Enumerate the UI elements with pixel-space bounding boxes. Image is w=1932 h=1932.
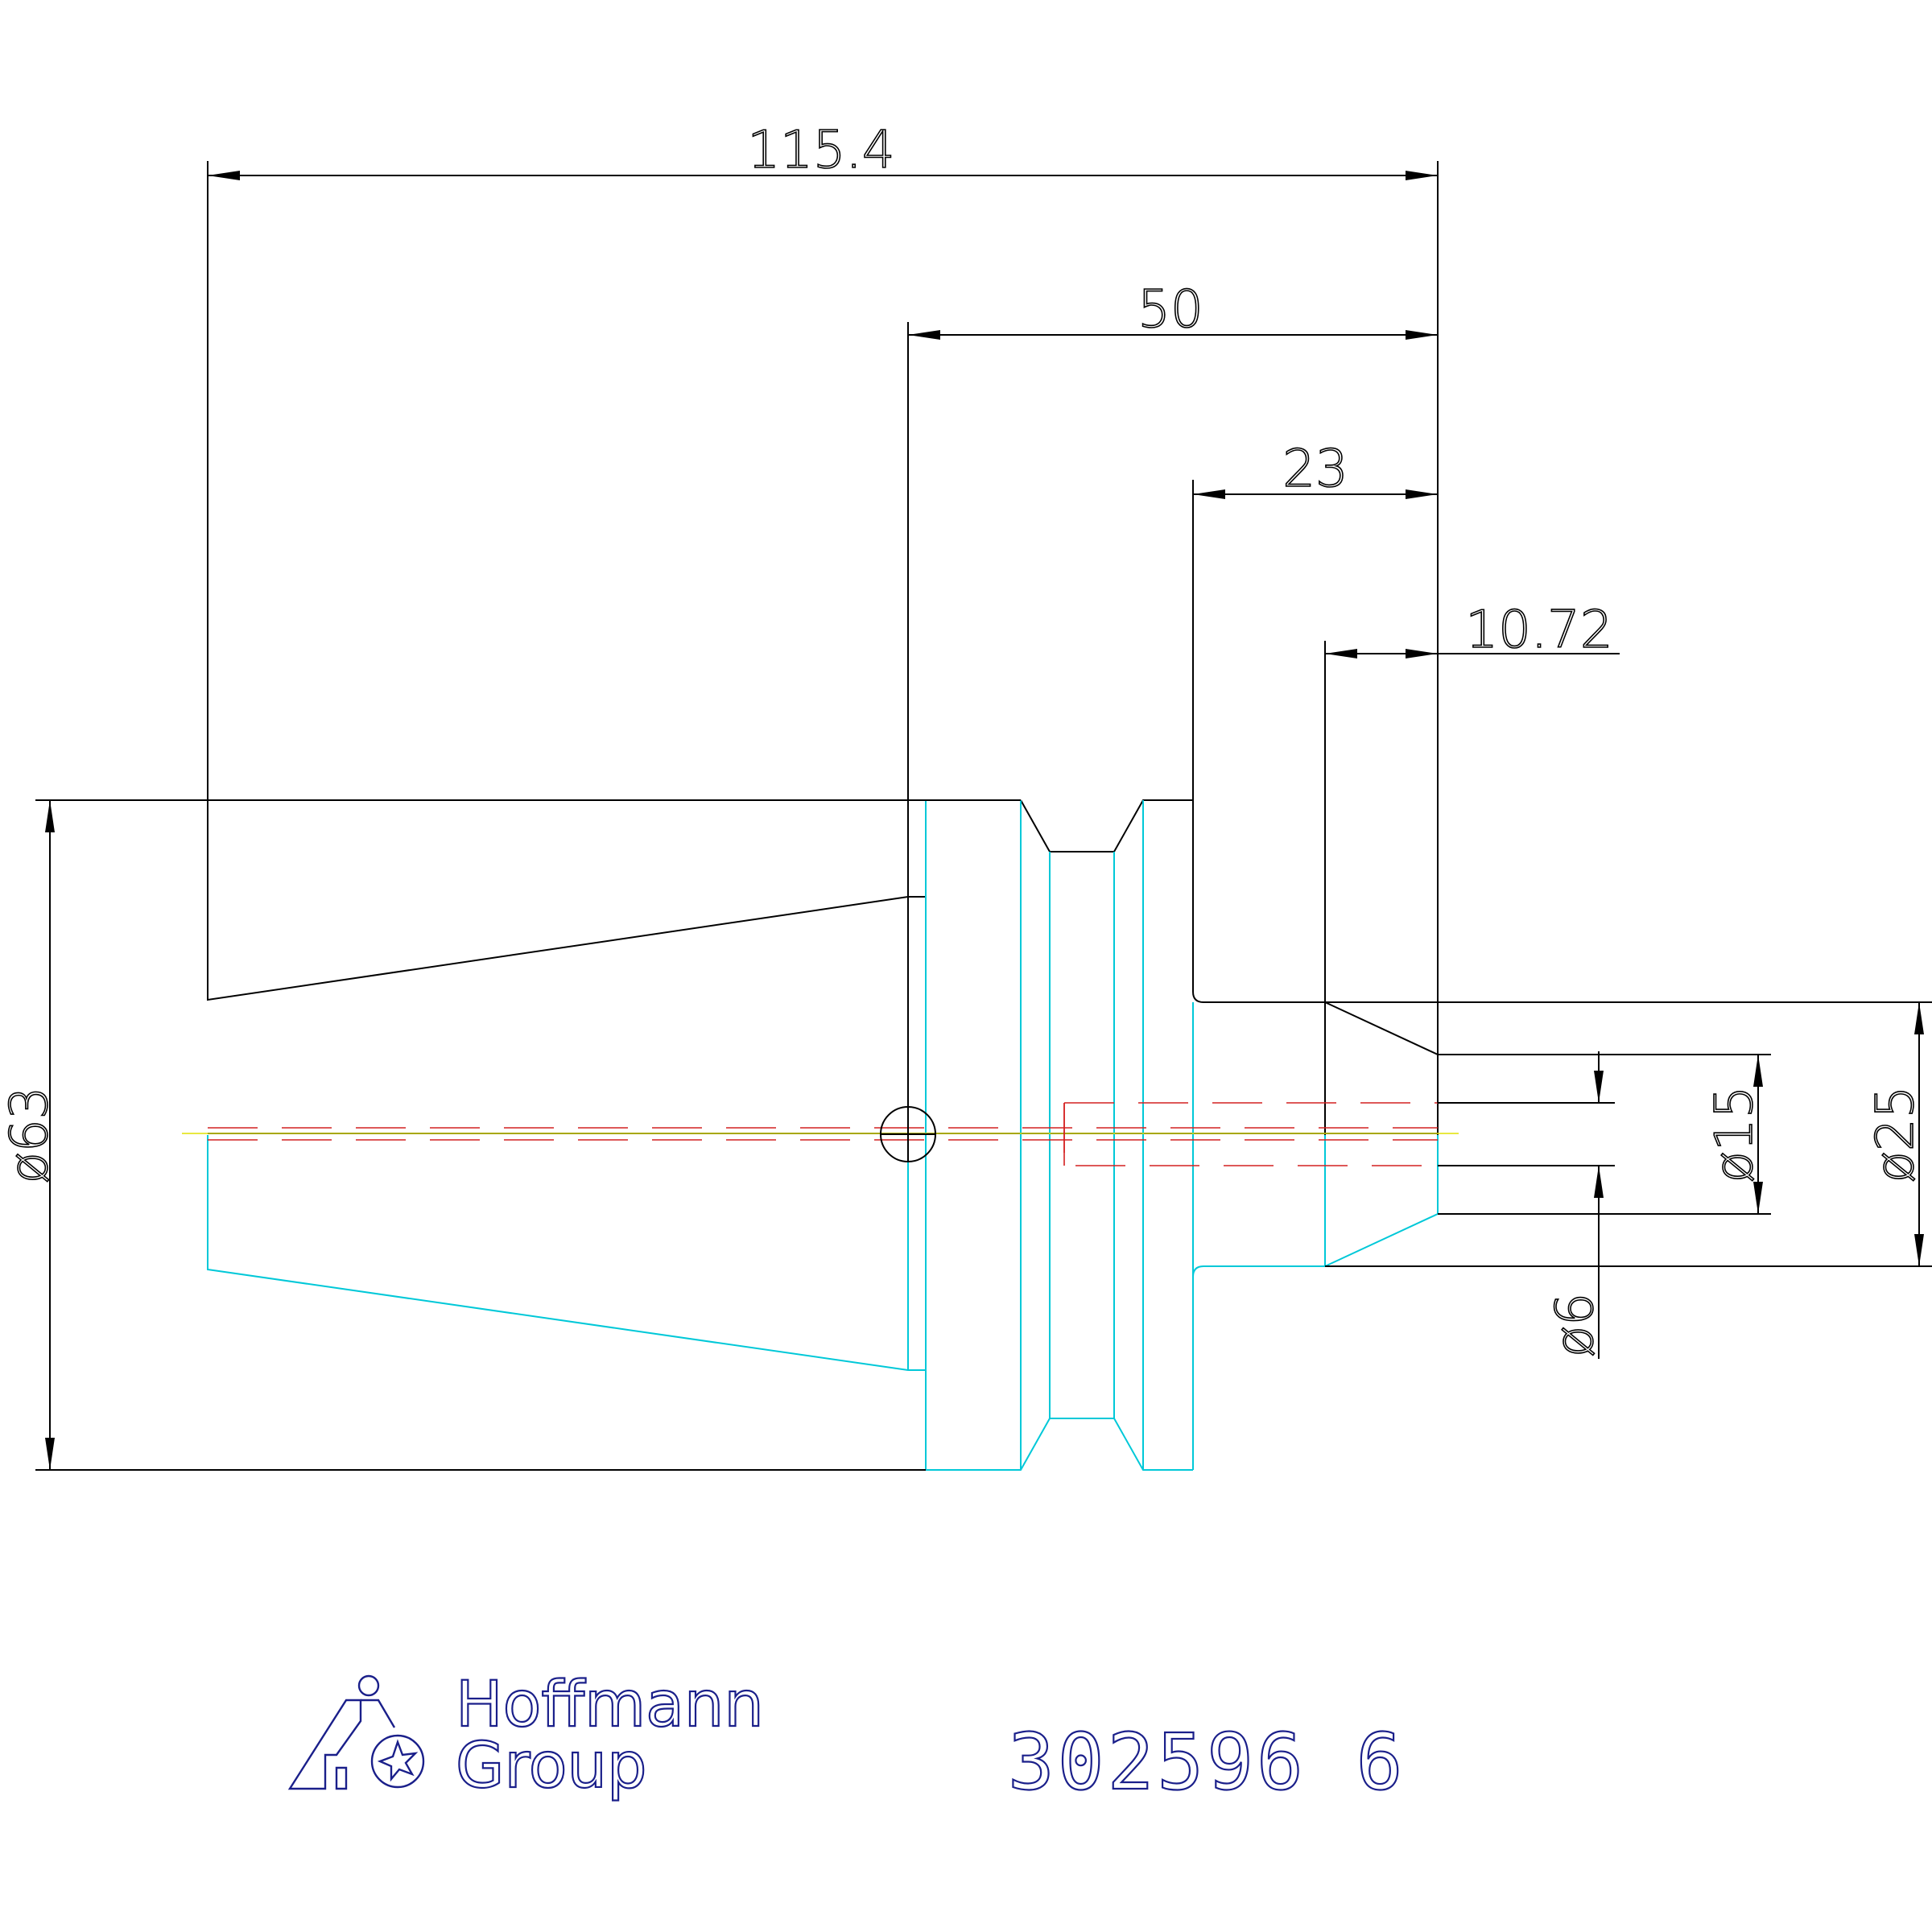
dim-label-115-4: 115.4 — [747, 121, 894, 180]
dim-50: 50 — [907, 279, 1438, 800]
dim-label-23: 23 — [1282, 440, 1348, 499]
hoffmann-logo: Hoffmann Group — [287, 1668, 765, 1803]
dim-23: 23 — [1192, 439, 1438, 800]
part-outline-upper — [207, 799, 1615, 1166]
dim-label-10-72: 10.72 — [1465, 601, 1612, 660]
center-mark — [880, 1106, 936, 1162]
dim-15: ø15 — [1438, 1054, 1771, 1215]
logo-line2: Group — [456, 1730, 646, 1802]
logo-mark-icon — [287, 1674, 425, 1790]
dim-63: ø63 — [0, 799, 1021, 1471]
dim-label-6: ø6 — [1546, 1293, 1605, 1357]
dim-6: ø6 — [1438, 1051, 1613, 1359]
dim-10-72: 10.72 — [1324, 600, 1620, 1002]
dim-label-15: ø15 — [1705, 1086, 1765, 1183]
part-outline-lower — [207, 800, 1439, 1471]
center-lines — [182, 1102, 1459, 1166]
dim-label-63: ø63 — [0, 1087, 60, 1184]
dim-label-50: 50 — [1137, 280, 1203, 340]
part-number: 302596 6 — [1008, 1717, 1406, 1807]
dim-25: ø25 — [1325, 1001, 1932, 1267]
logo-line1: Hoffmann — [456, 1669, 764, 1741]
dim-label-25: ø25 — [1866, 1086, 1926, 1183]
dim-115-4: 115.4 — [207, 120, 1439, 1103]
